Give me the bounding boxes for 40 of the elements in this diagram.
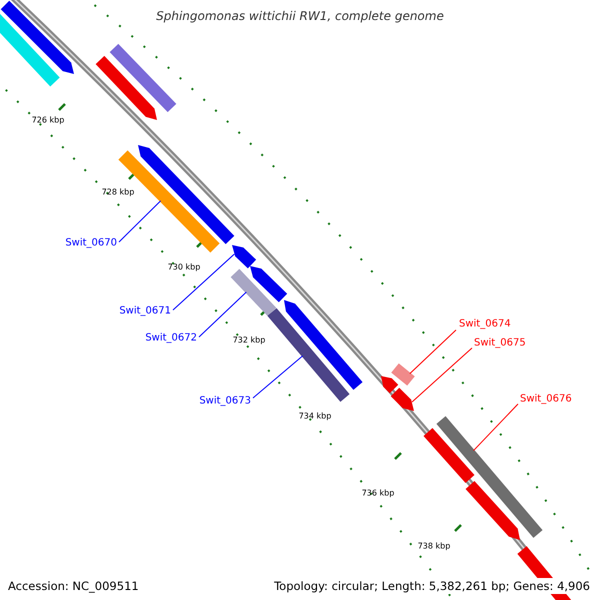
gene-bar — [267, 308, 350, 402]
leader-line — [409, 330, 456, 374]
gene-bar — [230, 268, 276, 316]
gene-bar — [110, 44, 176, 112]
gene-bar — [96, 56, 157, 120]
leader-line — [473, 404, 518, 452]
footer-text: Topology: circular; Length: 5,382,261 bp; Genes: 4,906 — [272, 578, 592, 594]
scale-label: 732 kbp — [232, 336, 266, 344]
leader-line — [198, 292, 247, 338]
leader-line — [118, 200, 162, 242]
scale-label: 730 kbp — [168, 262, 200, 272]
gene-bar — [466, 480, 520, 540]
gene-bar — [436, 416, 543, 538]
leader-line — [412, 348, 472, 402]
gene-label: Swit_0675 — [474, 338, 526, 348]
gene-bar — [138, 145, 234, 244]
gene-bar — [0, 14, 60, 86]
gene-bar — [0, 0, 74, 74]
leader-line — [172, 254, 235, 310]
gene-label: Swit_0671 — [119, 306, 171, 316]
gene-label: Swit_0672 — [145, 332, 197, 344]
gene-label: Swit_0670 — [65, 238, 117, 248]
scale-label: 726 kbp — [32, 116, 64, 124]
gene-label: Swit_0674 — [459, 318, 511, 330]
gene-bar — [390, 388, 414, 411]
scale-label: 736 kbp — [362, 488, 394, 498]
gene-label: Swit_0676 — [520, 394, 572, 404]
scale-label: 738 kbp — [418, 542, 450, 550]
scale-label: 734 kbp — [298, 412, 332, 420]
gene-label: Swit_0673 — [199, 396, 251, 406]
gene-bar — [118, 150, 220, 253]
gene-bar — [381, 376, 398, 394]
gene-bar — [284, 300, 363, 390]
title: Sphingomonas wittichii RW1, complete genome — [155, 9, 445, 23]
gene-bar — [250, 266, 288, 302]
gene-bar — [391, 363, 415, 386]
scale-label: 728 kbp — [102, 188, 134, 196]
leader-line — [252, 355, 304, 398]
gene-bar — [424, 428, 474, 483]
footer-text: Accession: NC_009511 — [6, 578, 141, 594]
